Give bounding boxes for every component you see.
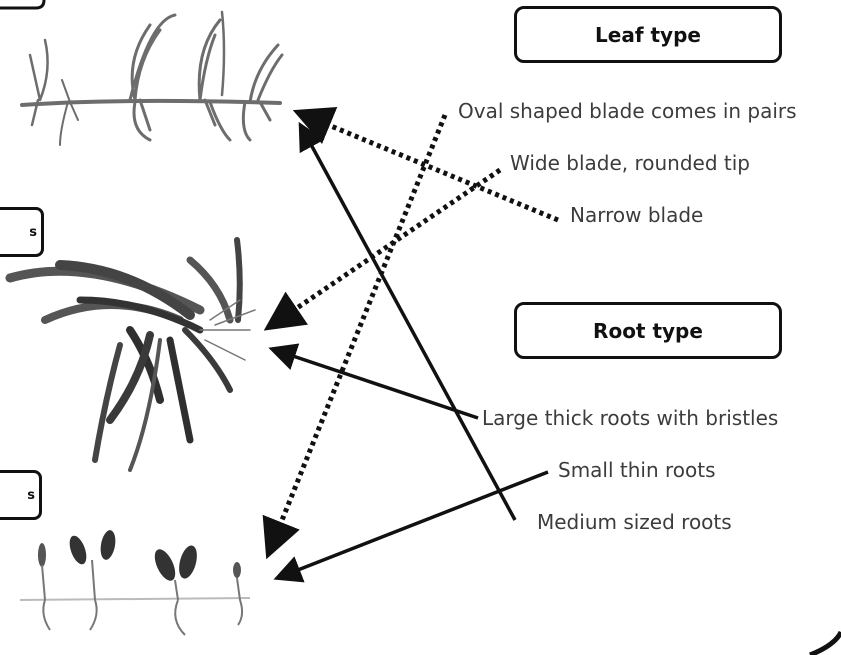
corner-decoration [810, 632, 841, 655]
top-left-box-corner [0, 0, 44, 8]
root-type-header-text: Root type [593, 319, 703, 343]
connector-wide-blade [272, 170, 500, 325]
side-tag-plant-2: s [0, 207, 44, 257]
plant-2-broadleaf-image [10, 240, 255, 470]
side-tag-plant-3: s [0, 470, 42, 520]
root-desc-large-thick: Large thick roots with bristles [482, 406, 778, 430]
leaf-desc-wide: Wide blade, rounded tip [510, 151, 750, 175]
connector-oval-blade [270, 115, 445, 550]
connector-small-thin-roots [280, 472, 548, 577]
leaf-type-header-text: Leaf type [595, 23, 701, 47]
leaf-desc-oval: Oval shaped blade comes in pairs [458, 99, 797, 123]
root-desc-small-thin: Small thin roots [558, 458, 716, 482]
side-tag-plant-3-text: s [27, 488, 35, 503]
root-type-header: Root type [514, 302, 782, 359]
leaf-desc-narrow: Narrow blade [570, 203, 703, 227]
connector-large-thick-roots [275, 350, 478, 418]
plant-1-grass-image [22, 12, 282, 145]
plant-3-seedlings-image [20, 529, 250, 635]
side-tag-plant-2-text: s [29, 225, 37, 240]
root-desc-medium: Medium sized roots [537, 510, 732, 534]
leaf-type-header: Leaf type [514, 6, 782, 63]
